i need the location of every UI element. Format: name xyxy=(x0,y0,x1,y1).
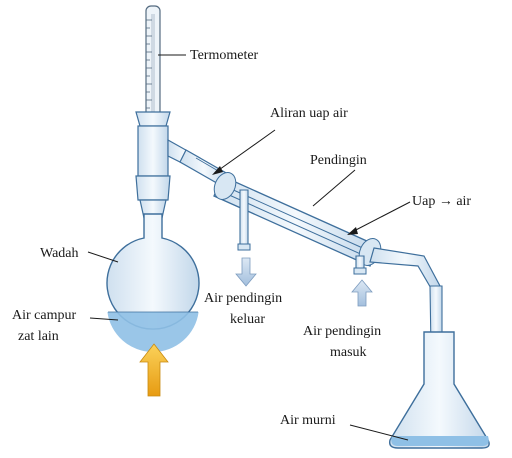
label-air-pendingin-masuk-line1: Air pendingin xyxy=(303,324,381,339)
condenser xyxy=(213,172,382,275)
round-bottom-flask xyxy=(106,213,200,352)
label-aliran-uap-air: Aliran uap air xyxy=(270,106,348,121)
label-termometer: Termometer xyxy=(190,48,259,63)
uap-air-pointer xyxy=(347,201,411,235)
cooling-water-out-arrow xyxy=(235,257,257,287)
label-air-campur-line2: zat lain xyxy=(18,329,59,344)
air-murni-leader xyxy=(349,424,409,441)
label-air-murni: Air murni xyxy=(280,413,336,428)
label-air-pendingin-keluar-line2: keluar xyxy=(230,312,265,327)
cooling-water-in-arrow xyxy=(351,279,373,307)
label-air-campur-line1: Air campur xyxy=(12,308,76,323)
label-wadah: Wadah xyxy=(40,246,79,261)
pendingin-leader xyxy=(312,169,356,207)
aliran-uap-air-pointer xyxy=(212,129,276,175)
label-air-pendingin-keluar-line1: Air pendingin xyxy=(204,291,282,306)
heat-arrow xyxy=(139,343,169,397)
label-uap-air: Uap → air xyxy=(412,194,471,209)
wadah-leader xyxy=(87,251,119,263)
label-air-pendingin-masuk-line2: masuk xyxy=(330,345,367,360)
label-pendingin: Pendingin xyxy=(310,153,367,168)
erlenmeyer-flask xyxy=(388,331,490,449)
air-campur-leader xyxy=(89,317,119,321)
